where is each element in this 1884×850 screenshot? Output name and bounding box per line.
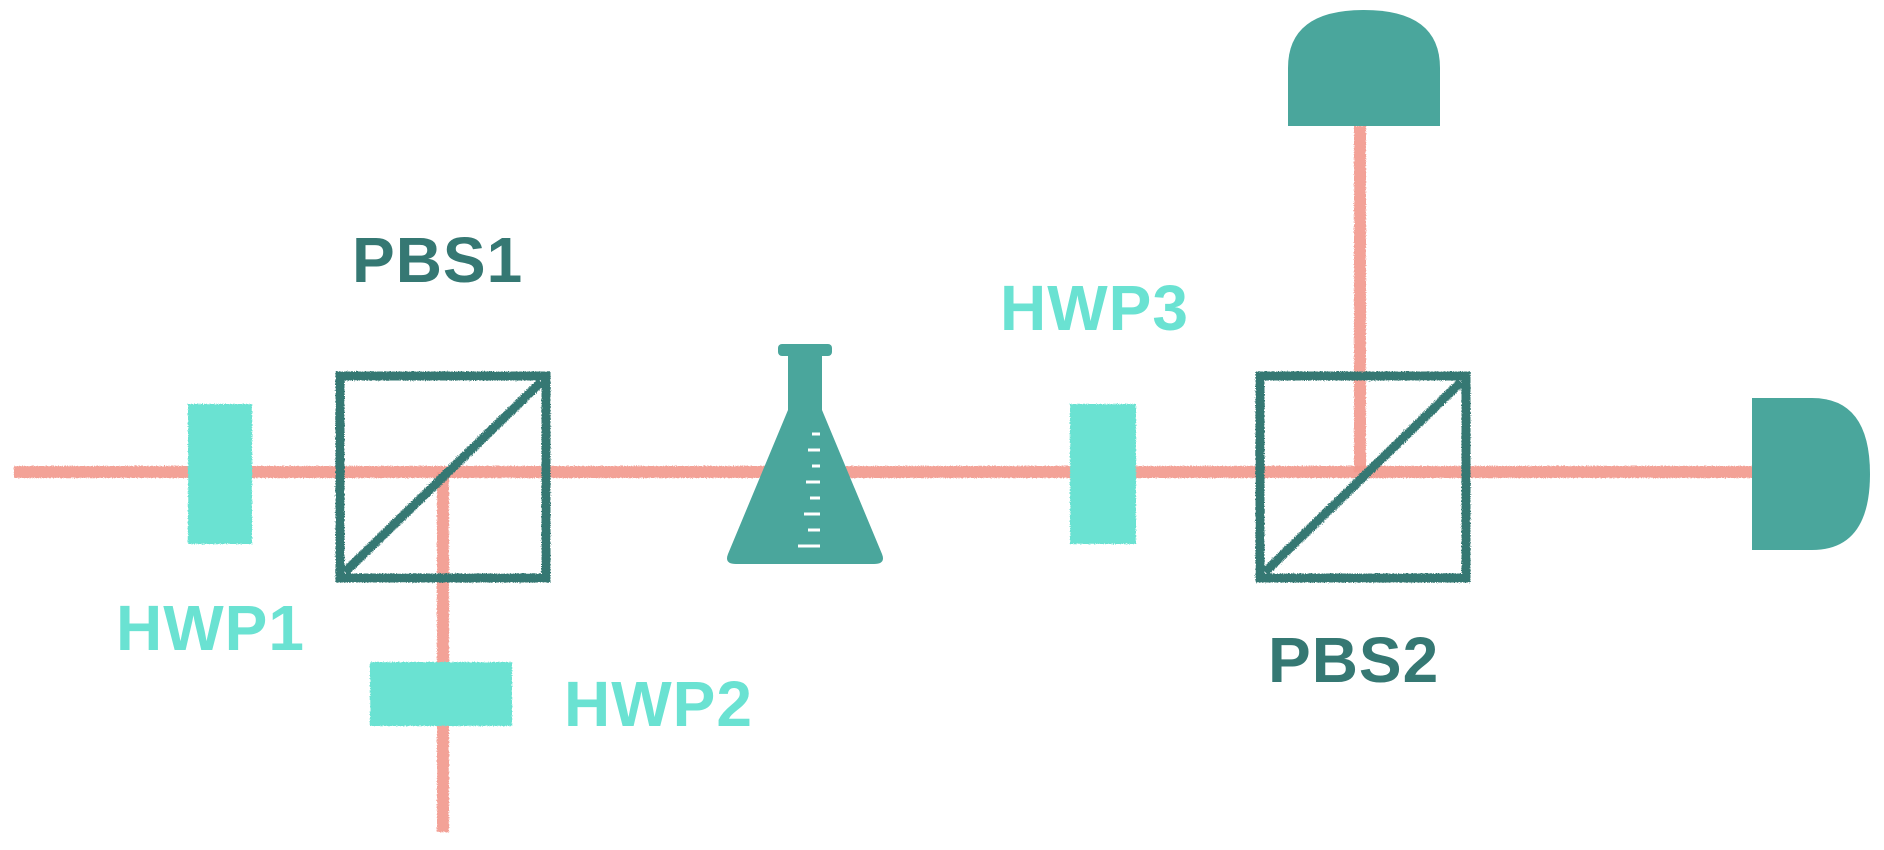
hwp1-waveplate xyxy=(188,404,252,544)
pbs2-label: PBS2 xyxy=(1268,624,1440,696)
pbs2-beamsplitter xyxy=(1255,371,1471,583)
beam-paths xyxy=(14,126,1756,832)
pbs1-label: PBS1 xyxy=(352,224,524,296)
hwp2-waveplate xyxy=(370,662,512,726)
reflected-beam-pbs2 xyxy=(1354,126,1366,472)
hwp3-waveplate xyxy=(1070,404,1136,544)
erlenmeyer-flask-icon xyxy=(727,344,883,564)
reflected-beam-pbs1 xyxy=(437,472,449,832)
photodetector-icon xyxy=(1752,398,1870,550)
hwp2-label: HWP2 xyxy=(564,668,753,740)
flask-graduations xyxy=(798,432,820,548)
hwp3-label: HWP3 xyxy=(1000,272,1189,344)
hwp1-label: HWP1 xyxy=(116,592,305,664)
pbs1-beamsplitter xyxy=(335,371,551,583)
photodetector-icon xyxy=(1288,10,1440,126)
main-beam xyxy=(14,466,1756,478)
